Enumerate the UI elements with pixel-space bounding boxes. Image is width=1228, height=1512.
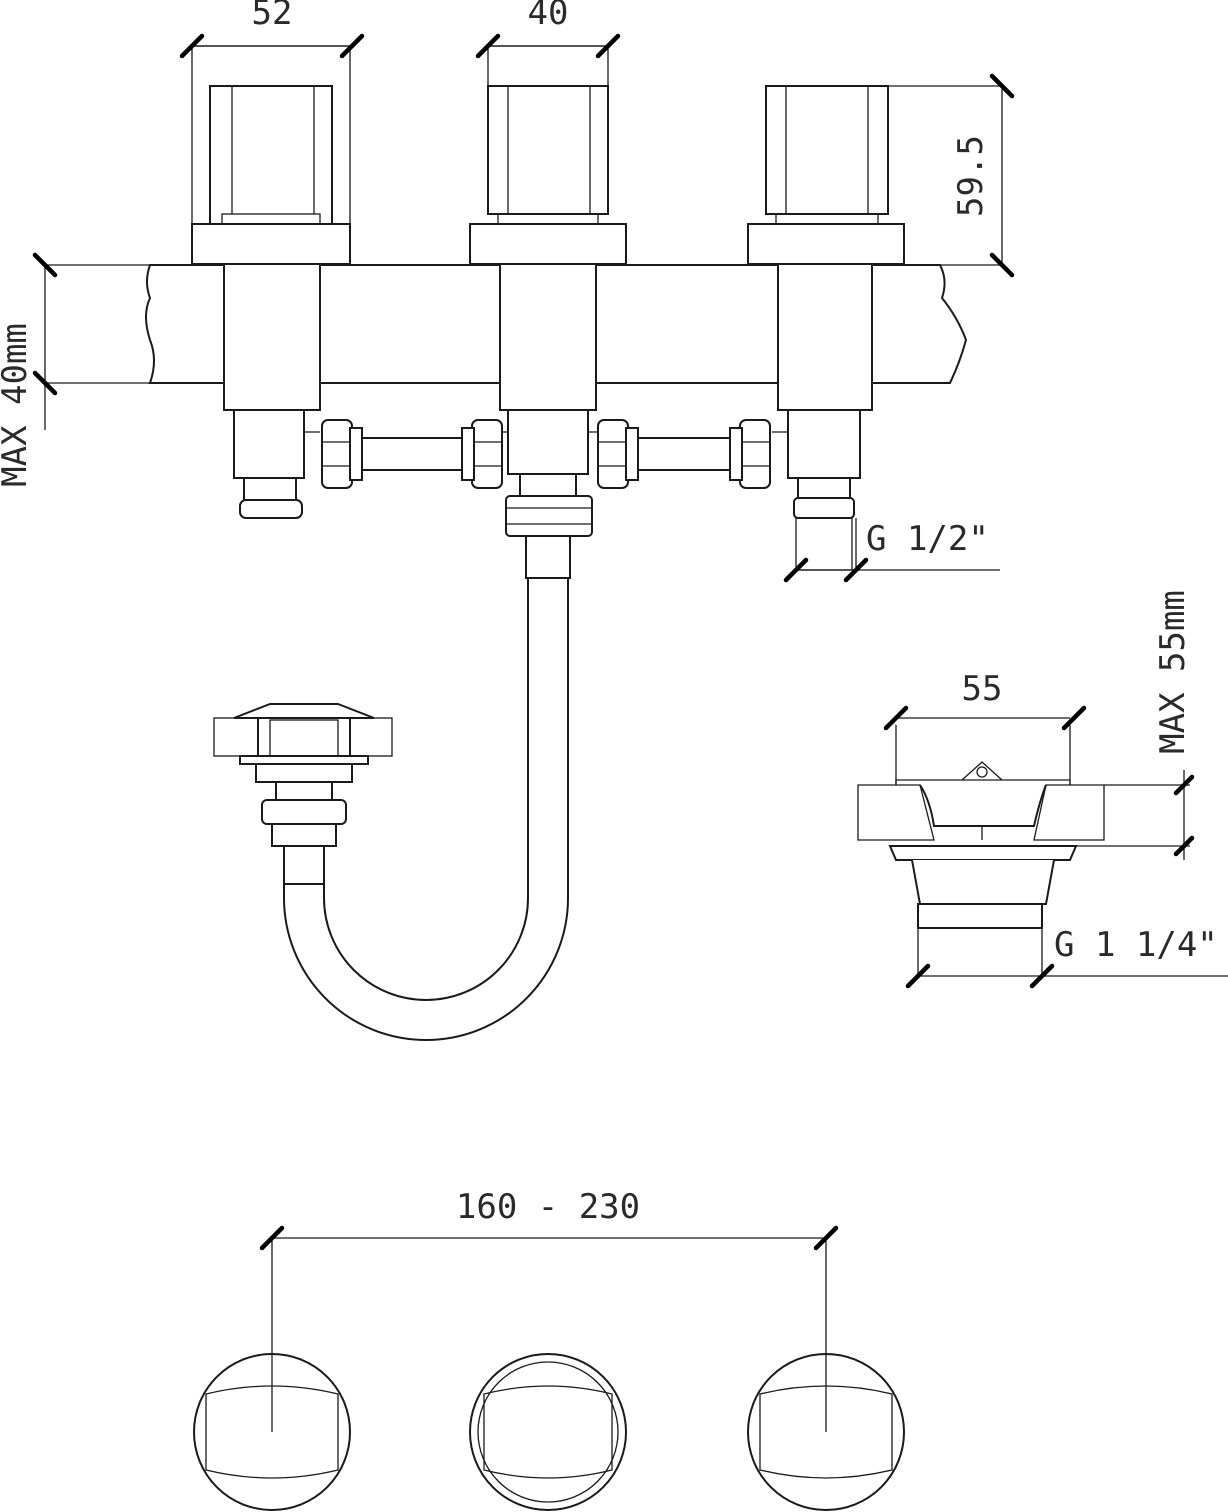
nut-2 [461, 419, 503, 489]
dim-inlet-thread: G 1/2" [866, 519, 989, 559]
connection-pipes [321, 419, 771, 489]
waste-assembly [857, 725, 1105, 976]
dim-spout-width: 40 [528, 0, 569, 33]
nut-4 [729, 419, 771, 489]
dimension-lines [32, 33, 1228, 1432]
left-handle [191, 45, 351, 519]
dim-max-deck: MAX 40mm [0, 323, 35, 487]
flexible-hose [283, 578, 569, 1041]
dim-waste-width: 55 [962, 669, 1003, 709]
dim-waste-thread: G 1 1/4" [1054, 925, 1218, 965]
dim-max-waste: MAX 55mm [1153, 590, 1193, 754]
top-view-spout [469, 1353, 627, 1511]
right-handle [747, 85, 905, 571]
center-spout [469, 45, 627, 579]
top-view-handles [193, 1353, 905, 1511]
dim-handle-height: 59.5 [951, 135, 991, 217]
nut-1 [321, 419, 363, 489]
nut-3 [597, 419, 639, 489]
popup-assembly [213, 703, 393, 885]
dim-center-distance: 160 - 230 [456, 1187, 640, 1227]
dim-handle-width: 52 [252, 0, 293, 33]
